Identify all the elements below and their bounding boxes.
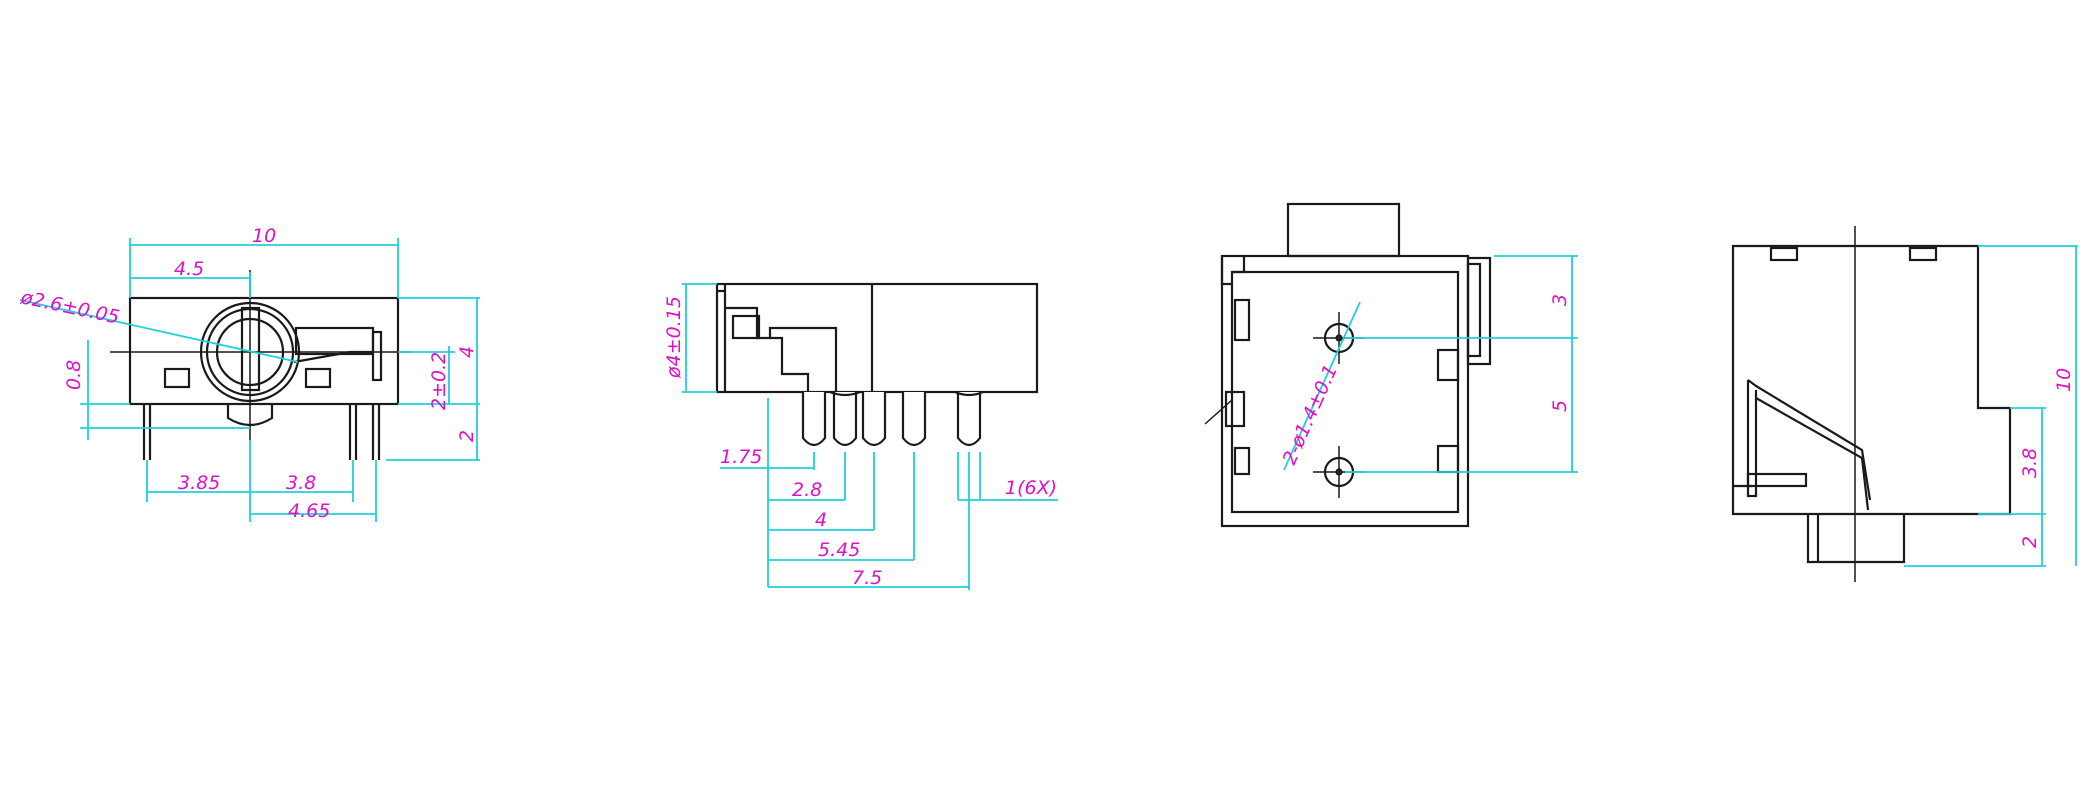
front-view: 10 4.5 ø2.6±0.05 4 2±0.2 0.8 2 3.85 3.8 … [18,225,480,522]
side-dim-pin-width: 1(6X) [1005,477,1057,499]
front-dim-width: 10 [252,225,276,247]
side-view-dimension-text: ø4±0.15 1.75 2.8 4 5.45 7.5 1(6X) [663,296,1057,589]
bottom-dim-5: 5 [1549,400,1571,412]
rear-view: 10 3.8 2 [1731,226,2078,582]
front-dim-hole-diameter: ø2.6±0.05 [18,286,121,329]
front-dim-far-pin: 4.65 [288,500,330,522]
side-dim-pin-2: 2.8 [792,479,822,501]
side-view: ø4±0.15 1.75 2.8 4 5.45 7.5 1(6X) [663,282,1058,590]
side-dim-pin-3: 4 [815,509,827,531]
front-dim-pin-offset: 2±0.2 [428,352,450,410]
side-view-dimension-lines [682,283,1058,590]
front-dim-right-pin: 3.8 [286,472,316,494]
side-view-outline [715,282,1039,447]
rear-dim-3-8: 3.8 [2019,448,2041,478]
side-dim-pin-1: 1.75 [720,446,762,468]
rear-dim-2: 2 [2019,536,2041,548]
front-dim-left-pin: 3.85 [178,472,220,494]
bottom-view-dimension-text: 2-ø1.4±0.1 3 5 [1278,294,1571,468]
front-dim-height: 4 [456,346,478,358]
side-dim-pin-5: 7.5 [852,567,882,589]
bottom-view-dimension-lines [1283,255,1578,473]
side-dim-pin-4: 5.45 [818,539,860,561]
rear-view-dimension-text: 10 3.8 2 [2019,368,2075,548]
front-dim-standoff: 0.8 [63,360,85,390]
front-view-dimension-text: 10 4.5 ø2.6±0.05 4 2±0.2 0.8 2 3.85 3.8 … [18,225,478,522]
front-view-outline [110,270,412,460]
rear-view-dimension-lines [1904,245,2078,567]
bottom-dim-3: 3 [1549,294,1571,306]
bottom-dim-hole-spec: 2-ø1.4±0.1 [1278,361,1342,468]
front-view-dimension-lines [19,238,480,522]
bottom-view: 2-ø1.4±0.1 3 5 [1204,202,1578,528]
side-dim-plug-diameter: ø4±0.15 [663,296,685,379]
front-dim-pin-length: 2 [456,430,478,442]
rear-view-outline [1731,226,2012,582]
front-dim-offset: 4.5 [174,258,204,280]
rear-dim-10: 10 [2053,368,2075,392]
bottom-view-outline [1204,202,1492,528]
